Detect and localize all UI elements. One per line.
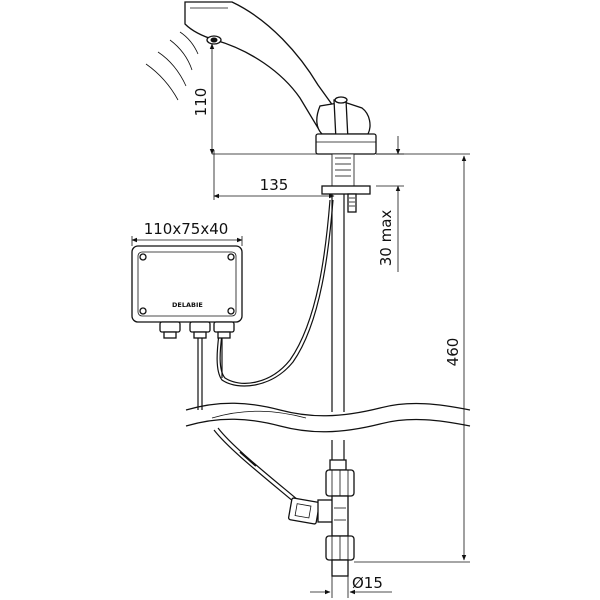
dim-pipe-diameter: Ø15 [310,574,392,598]
dim-label-box: 110x75x40 [144,220,229,238]
screw-icon [227,253,235,261]
dim-label-460: 460 [444,338,462,367]
brand-label: DELABIE [172,301,203,309]
dim-spout-reach: 135 [213,150,335,200]
dim-total-height: 460 [354,153,470,563]
screw-icon [227,307,235,315]
dim-label-135: 135 [260,176,289,194]
dim-spout-height: 110 [192,43,330,155]
dim-deck-thickness: 30 max [376,136,404,272]
cable-gland [189,321,211,333]
dim-label-d15: Ø15 [352,574,383,592]
cable-gland [213,321,235,333]
dim-label-30max: 30 max [377,210,395,267]
sensor-waves-icon [145,31,199,101]
break-lines [185,402,471,433]
control-box: DELABIE [131,245,243,410]
dim-control-box: 110x75x40 [131,220,243,246]
screw-icon [139,253,147,261]
cable-gland [159,321,181,333]
valve-cable [213,427,321,525]
dim-label-110: 110 [192,88,210,117]
supply-pipes [216,194,345,460]
screw-icon [139,307,147,315]
faucet-spout [184,1,377,155]
deck-mount [321,153,371,213]
solenoid-valve [317,459,355,577]
